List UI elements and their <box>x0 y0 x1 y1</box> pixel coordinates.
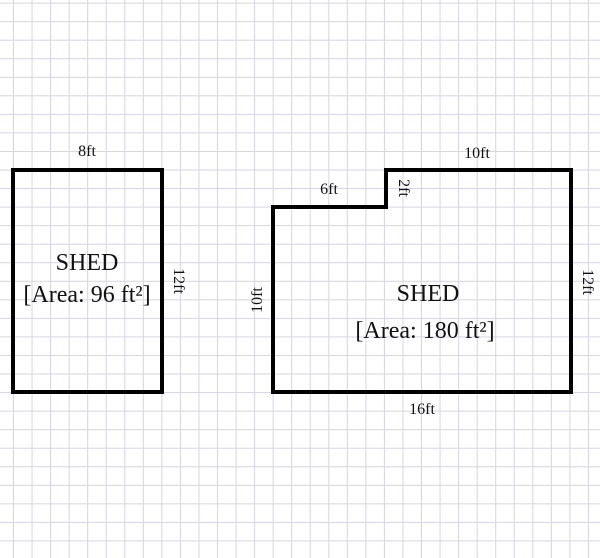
shed-1-outline <box>11 168 164 394</box>
shed-2-outline <box>271 168 573 394</box>
shed-2-area: [Area: 180 ft²] <box>355 318 494 344</box>
shed-1-area: [Area: 96 ft²] <box>23 282 150 308</box>
shed-2-top-label: 10ft <box>464 145 490 162</box>
shed-2-right-label: 12ft <box>579 269 596 295</box>
shed-2-title: SHED <box>397 281 460 307</box>
shed-1-title: SHED <box>56 250 119 276</box>
shed-2-bottom-label: 16ft <box>409 401 435 418</box>
shed-2-step-top-label: 6ft <box>320 181 338 198</box>
shed-1-right-label: 12ft <box>170 268 187 294</box>
shed-2-step-height-label: 2ft <box>395 179 412 197</box>
shed-2-left-label: 10ft <box>249 287 266 313</box>
shed-1-top-label: 8ft <box>78 143 96 160</box>
